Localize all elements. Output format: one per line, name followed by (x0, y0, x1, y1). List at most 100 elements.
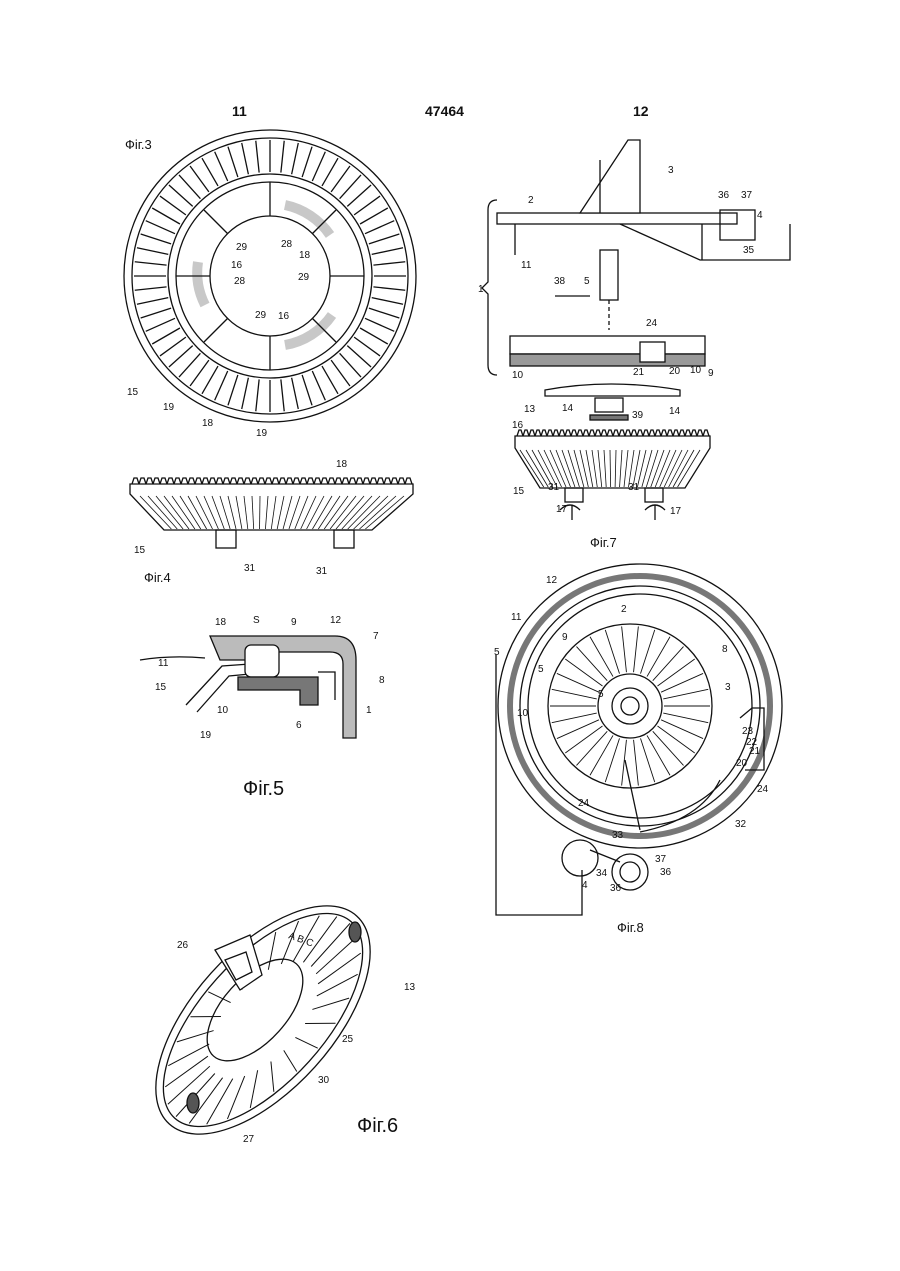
fig6-ref-label: 13 (404, 982, 416, 993)
tooth (300, 478, 307, 484)
tooth (349, 478, 356, 484)
fig8-ref-label: 5 (598, 689, 604, 700)
radial-slot (347, 346, 371, 367)
radial-slot (360, 208, 388, 224)
fig5-ref-label: 9 (291, 617, 297, 628)
fig8-ref-label: 3 (725, 682, 731, 693)
blade (661, 673, 703, 692)
radial-slot (190, 166, 209, 192)
tooth (370, 478, 377, 484)
rib (574, 450, 584, 487)
radial-slot (322, 366, 338, 394)
tooth (703, 430, 709, 436)
fig8-plan (496, 564, 782, 915)
blade (622, 626, 627, 672)
fig7-ref-label: 5 (584, 276, 590, 287)
radial-slot (372, 298, 403, 305)
fig7-ref-label: 38 (554, 276, 566, 287)
fig7-ref-label: 14 (669, 406, 681, 417)
radial-slot (292, 143, 299, 174)
tooth (216, 478, 223, 484)
fig3-ref-label: 16 (278, 311, 290, 322)
tooth (535, 430, 541, 436)
radial-slot (340, 175, 361, 199)
fig7-ref-label: 37 (741, 190, 753, 201)
rib (520, 450, 544, 487)
tooth (559, 430, 565, 436)
radial-slot (152, 208, 180, 224)
radial-slot (373, 287, 405, 290)
rib (156, 496, 183, 529)
radial-slot (242, 143, 249, 174)
fig3-ref-label: 29 (255, 310, 267, 321)
fig7-ref-label: 9 (708, 368, 714, 379)
fig5-ref-label: 7 (373, 631, 379, 642)
rib (342, 496, 372, 529)
tooth (541, 430, 547, 436)
fig5-ref-label: 19 (200, 730, 212, 741)
radial-slot (331, 166, 350, 192)
tooth (209, 478, 216, 484)
tooth (314, 478, 321, 484)
rib (252, 496, 254, 529)
radial-slot (369, 308, 399, 318)
radial-slot (215, 152, 228, 181)
blade (168, 1044, 209, 1066)
fig8-ref-label: 20 (736, 758, 748, 769)
tooth (251, 478, 258, 484)
blade (557, 720, 599, 739)
blade (576, 647, 607, 681)
fig7-ref-label: 35 (743, 245, 755, 256)
fig3-ring-view (124, 130, 416, 422)
tooth (391, 478, 398, 484)
tooth (583, 430, 589, 436)
tooth (631, 430, 637, 436)
rib (620, 450, 622, 487)
fig5-section (140, 636, 356, 738)
fig7-ref-label: 11 (521, 260, 532, 271)
tooth (363, 478, 370, 484)
rib (236, 496, 242, 529)
radial-slot (169, 346, 193, 367)
radial-slot (331, 360, 350, 386)
fig3-ref-label: 28 (281, 239, 293, 250)
fig8-ref-label: 8 (722, 644, 728, 655)
tooth (571, 430, 577, 436)
radial-slot (137, 248, 168, 255)
radial-slot (360, 328, 388, 344)
rib (228, 496, 236, 529)
fig3-ref-label: 16 (231, 260, 243, 271)
fig3-ref-label: 28 (234, 276, 246, 287)
radial-slot (202, 366, 218, 394)
rib (212, 496, 224, 529)
tooth (685, 430, 691, 436)
radial-slot (242, 378, 249, 409)
radial-slot (169, 185, 193, 206)
radial-slot (135, 262, 167, 265)
blade (653, 647, 684, 681)
tooth (697, 430, 703, 436)
tooth (679, 430, 685, 436)
radial-slot (365, 221, 394, 234)
fig7-ref-label: 16 (512, 420, 524, 431)
fig3-ref-label: 18 (299, 250, 311, 261)
fig7-ref-label: 3 (668, 165, 674, 176)
tooth (655, 430, 661, 436)
tooth (321, 478, 328, 484)
tooth (195, 478, 202, 484)
tooth (529, 430, 535, 436)
blade (165, 1056, 208, 1087)
tooth (328, 478, 335, 484)
radial-slot (137, 298, 168, 305)
fig3-ref-label: 29 (298, 272, 310, 283)
fig7-ref-label: 4 (757, 210, 763, 221)
radial-slot (281, 141, 284, 173)
fig3-radial-slots (134, 140, 406, 412)
fig7-ref-label: 10 (690, 365, 702, 376)
fig5-ref-label: 11 (158, 658, 169, 669)
radial-slot (179, 353, 200, 377)
fig8-ref-label: 2 (621, 604, 627, 615)
tooth (202, 478, 209, 484)
radial-slot (281, 379, 284, 411)
